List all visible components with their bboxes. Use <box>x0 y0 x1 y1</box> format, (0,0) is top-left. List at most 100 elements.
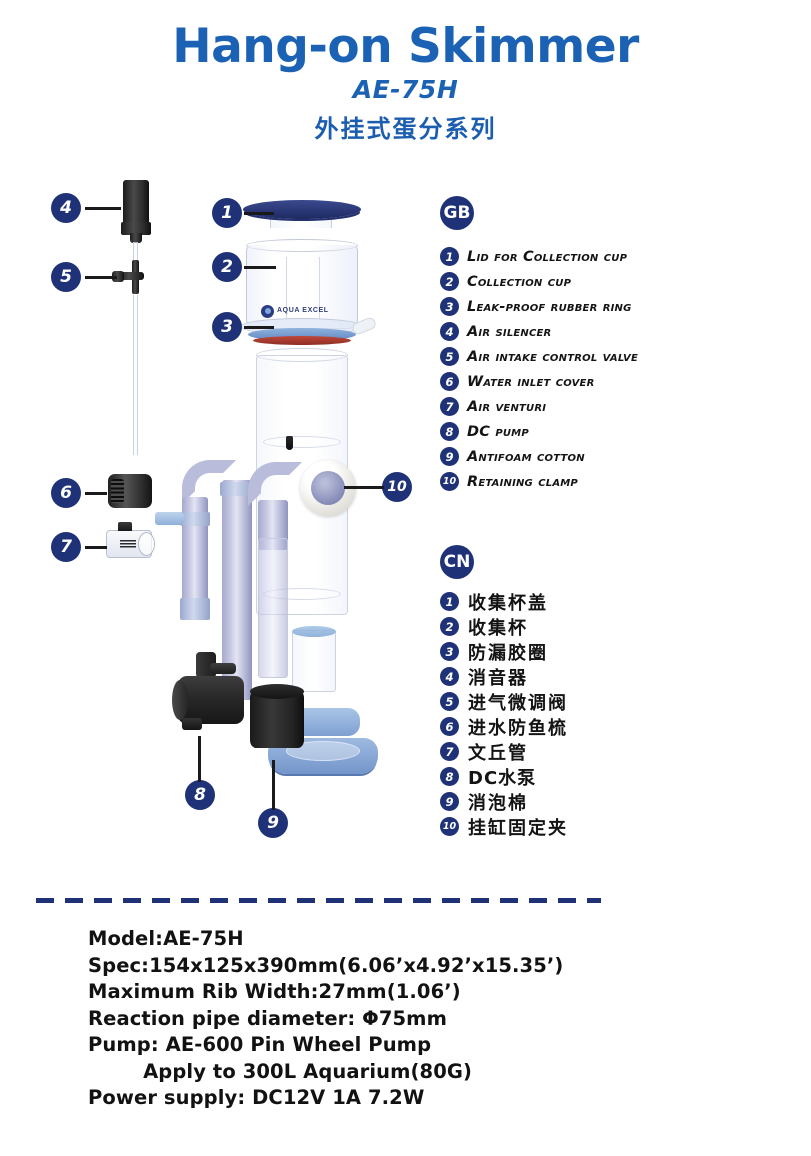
legend-item[interactable]: 8 DC pump <box>440 419 638 444</box>
legend-item-number: 10 <box>440 817 459 836</box>
pipe-collar-left-bottom <box>180 598 210 620</box>
legend-item[interactable]: 8 DC水泵 <box>440 764 568 789</box>
legend-item-number: 3 <box>440 642 459 661</box>
section-divider <box>36 898 601 903</box>
callout-8-leader <box>198 736 201 782</box>
callout-3-number: 3 <box>212 312 242 342</box>
spec-line-pipe-diameter: Reaction pipe diameter: Φ75mm <box>88 1006 447 1030</box>
leak-proof-rubber-ring <box>253 336 351 345</box>
pipe-collar-center <box>220 482 254 496</box>
callout-3-leader <box>244 326 274 329</box>
legend-item-label: Retaining clamp <box>467 473 578 490</box>
legend-item-number: 7 <box>440 742 459 761</box>
callout-9-leader <box>272 760 275 810</box>
callout-10-leader <box>344 486 384 489</box>
spec-line-aquarium-capacity: Apply to 300L Aquarium(80G) <box>88 1059 472 1083</box>
pipe-inner-sleeve <box>258 538 288 678</box>
legend-item[interactable]: 10 Retaining clamp <box>440 469 638 494</box>
air-valve-arm <box>118 272 144 280</box>
model-subtitle: AE-75H <box>352 75 459 105</box>
legend-item[interactable]: 10 挂缸固定夹 <box>440 814 568 839</box>
legend-item-label: DC水泵 <box>468 767 537 789</box>
callout-10-number: 10 <box>382 472 412 502</box>
page-header: Hang-on Skimmer AE-75H 外挂式蛋分系列 <box>0 0 811 144</box>
legend-item-number: 10 <box>440 472 459 491</box>
venturi-air-port <box>118 522 132 531</box>
legend-item[interactable]: 9 消泡棉 <box>440 789 568 814</box>
collection-cup-body: AQUA EXCEL <box>246 245 358 329</box>
pump-mount-foot <box>182 718 202 730</box>
legend-item-label: Air silencer <box>467 323 552 340</box>
legend-item[interactable]: 5 进气微调阀 <box>440 689 568 714</box>
callout-5-leader <box>85 276 117 279</box>
legend-item[interactable]: 6 进水防鱼梳 <box>440 714 568 739</box>
aqua-excel-logo-text: AQUA EXCEL <box>277 307 329 314</box>
legend-item[interactable]: 9 Antifoam cotton <box>440 444 638 469</box>
legend-item-number: 3 <box>440 297 459 316</box>
spec-line-pump: Pump: AE-600 Pin Wheel Pump <box>88 1033 432 1056</box>
legend-item-label: Air intake control valve <box>467 348 639 365</box>
legend-item-label: DC pump <box>467 423 529 440</box>
chamber-air-nipple <box>286 436 293 450</box>
spec-line-power-supply: Power supply: DC12V 1A 7.2W <box>88 1086 425 1109</box>
page-title: Hang-on Skimmer <box>172 19 639 74</box>
legend-item-label: Water inlet cover <box>467 373 595 390</box>
air-silencer-body <box>123 180 149 226</box>
callout-5-number: 5 <box>51 262 81 292</box>
legend-item-number: 1 <box>440 247 459 266</box>
legend-item-number: 7 <box>440 397 459 416</box>
callout-7-number: 7 <box>51 532 81 562</box>
legend-item[interactable]: 5 Air intake control valve <box>440 344 638 369</box>
callout-8-number: 8 <box>185 780 215 810</box>
callout-4-leader <box>85 207 121 210</box>
legend-chinese: CN 1 收集杯盖 2 收集杯 3 防漏胶圈 4 消音器 5 进气微调阀 6 进… <box>440 545 568 839</box>
callout-7-leader <box>85 546 107 549</box>
legend-item[interactable]: 3 防漏胶圈 <box>440 639 568 664</box>
dc-pump <box>178 676 244 724</box>
legend-item[interactable]: 2 收集杯 <box>440 614 568 639</box>
legend-item-number: 6 <box>440 372 459 391</box>
legend-item-number: 6 <box>440 717 459 736</box>
lower-tube-top <box>292 626 336 637</box>
legend-item[interactable]: 2 Collection cup <box>440 269 638 294</box>
legend-item-number: 5 <box>440 347 459 366</box>
legend-item-number: 9 <box>440 447 459 466</box>
legend-item[interactable]: 4 消音器 <box>440 664 568 689</box>
antifoam-cotton-top <box>250 684 304 699</box>
legend-item-label: 收集杯盖 <box>468 592 548 614</box>
legend-item-label: 消泡棉 <box>468 792 528 814</box>
pipe-side-nozzle <box>155 512 185 525</box>
legend-item-label: Collection cup <box>467 273 572 290</box>
legend-english-list: 1 Lid for Collection cup 2 Collection cu… <box>440 244 638 494</box>
callout-6-leader <box>85 492 107 495</box>
pump-outlet-horizontal <box>210 663 236 674</box>
legend-item[interactable]: 3 Leak-proof rubber ring <box>440 294 638 319</box>
legend-badge-cn: CN <box>440 545 474 579</box>
legend-chinese-list: 1 收集杯盖 2 收集杯 3 防漏胶圈 4 消音器 5 进气微调阀 6 进水防鱼… <box>440 589 568 839</box>
legend-item[interactable]: 6 Water inlet cover <box>440 369 638 394</box>
legend-item-number: 8 <box>440 767 459 786</box>
collection-cup-lid <box>243 200 361 219</box>
legend-item-number: 9 <box>440 792 459 811</box>
legend-item-label: Leak-proof rubber ring <box>467 298 632 315</box>
chamber-mid-ellipse <box>263 436 341 448</box>
legend-item-number: 4 <box>440 667 459 686</box>
lower-clear-tube <box>292 626 336 692</box>
spec-line-model: Model:AE-75H <box>88 927 244 950</box>
legend-item[interactable]: 7 Air venturi <box>440 394 638 419</box>
legend-item-number: 2 <box>440 272 459 291</box>
legend-item-number: 5 <box>440 692 459 711</box>
legend-item[interactable]: 1 Lid for Collection cup <box>440 244 638 269</box>
legend-item-number: 8 <box>440 422 459 441</box>
antifoam-cotton <box>250 684 304 748</box>
callout-1-leader <box>244 212 274 215</box>
legend-item-label: 文丘管 <box>468 742 528 764</box>
legend-item-label: 消音器 <box>468 667 528 689</box>
legend-item[interactable]: 7 文丘管 <box>440 739 568 764</box>
legend-item[interactable]: 1 收集杯盖 <box>440 589 568 614</box>
air-valve-knob <box>112 271 124 282</box>
legend-item-label: Lid for Collection cup <box>467 248 628 265</box>
water-inlet-cover <box>108 474 152 508</box>
legend-item[interactable]: 4 Air silencer <box>440 319 638 344</box>
callout-4-number: 4 <box>51 193 81 223</box>
